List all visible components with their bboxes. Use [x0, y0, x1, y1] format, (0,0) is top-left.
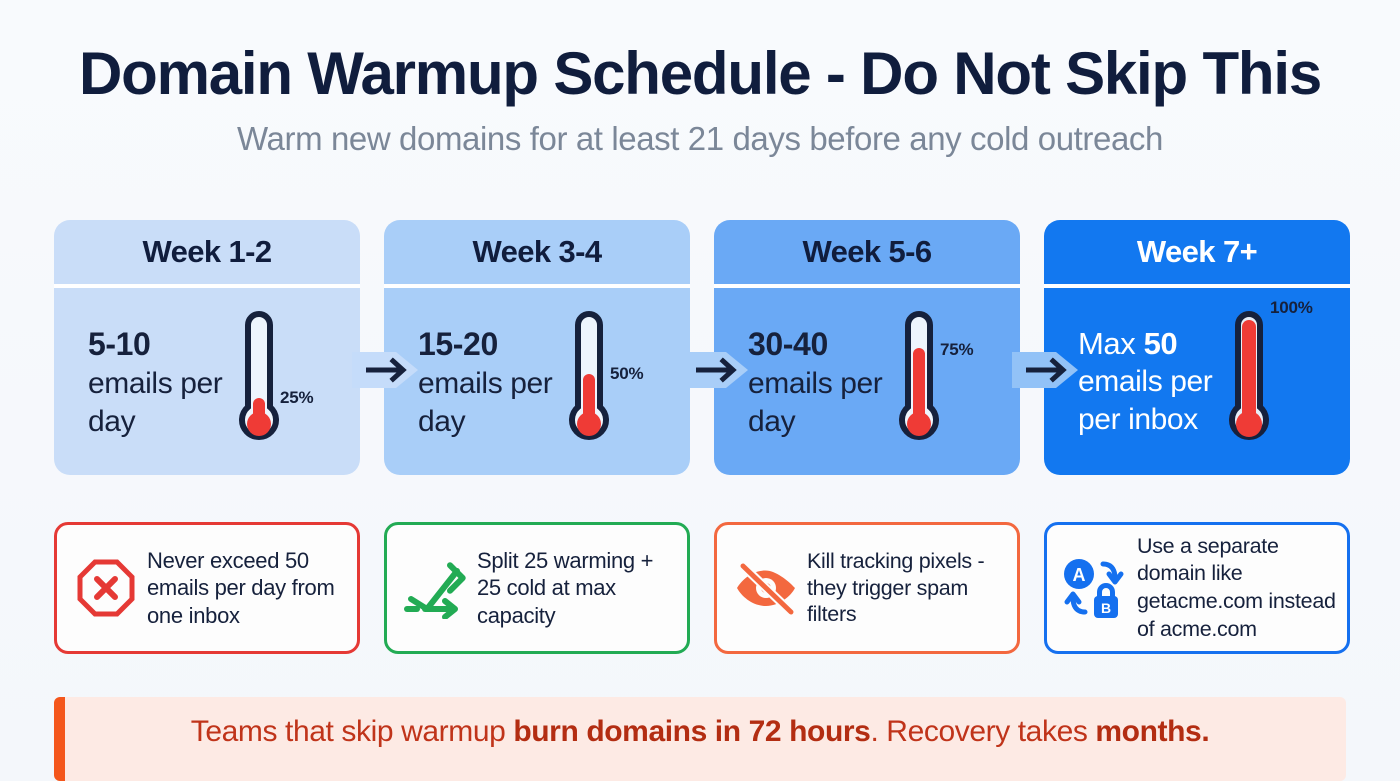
week-card-1-title: Week 1-2: [54, 220, 360, 288]
week-card-1-thermometer-wrap: 25%: [230, 288, 350, 475]
week-card-2-volume: 15-20: [418, 326, 498, 362]
thermometer-icon: [1229, 310, 1269, 440]
banner-part1: Teams that skip warmup: [190, 715, 514, 748]
tip-card-2: Split 25 warming + 25 cold at max capaci…: [384, 522, 690, 654]
week-card-4-volume: 50: [1143, 326, 1178, 361]
week-card-1-line3: day: [88, 404, 136, 438]
connector-arrow-2: [682, 338, 750, 402]
page-subtitle: Warm new domains for at least 21 days be…: [237, 120, 1163, 157]
week-cards-row: Week 1-2 5-10 emails per day 25%: [54, 220, 1350, 475]
week-card-1-volume: 5-10: [88, 326, 151, 362]
eye-off-icon: [729, 551, 803, 625]
stop-octagon-x-icon: [69, 551, 143, 625]
week-card-1-body: 5-10 emails per day 25%: [54, 288, 360, 475]
week-card-3-line2: emails per: [748, 366, 883, 400]
domain-swap-lock-icon: A B: [1059, 551, 1133, 625]
connector-arrow-3: [1012, 338, 1080, 402]
week-card-2-line2: emails per: [418, 366, 553, 400]
tip-card-1: Never exceed 50 emails per day from one …: [54, 522, 360, 654]
week-card-3-body: 30-40 emails per day 75%: [714, 288, 1020, 475]
week-card-4-line2: emails per: [1078, 365, 1213, 399]
week-card-4-body: Max 50 emails per per inbox 100%: [1044, 288, 1350, 475]
svg-text:A: A: [1073, 565, 1086, 585]
week-card-2-title: Week 3-4: [384, 220, 690, 288]
connector-arrow-1: [352, 338, 420, 402]
week-card-4-volume-prefix: Max: [1078, 326, 1144, 361]
week-card-2-thermometer-wrap: 50%: [560, 288, 680, 475]
week-card-4-text: Max 50 emails per per inbox: [1078, 324, 1258, 440]
week-card-3-text: 30-40 emails per day: [748, 324, 928, 441]
week-card-3-percent: 75%: [940, 340, 974, 359]
banner-bold2: months.: [1095, 715, 1210, 748]
week-card-4-thermometer-wrap: 100%: [1220, 288, 1340, 475]
week-card-1-text: 5-10 emails per day: [88, 324, 268, 441]
week-card-4: Week 7+ Max 50 emails per per inbox 100%: [1044, 220, 1350, 475]
tips-row: Never exceed 50 emails per day from one …: [54, 522, 1350, 654]
week-card-3-line3: day: [748, 404, 796, 438]
split-arrows-icon: [399, 551, 473, 625]
tip-card-4: A B Use a separate domain like getacme.c…: [1044, 522, 1350, 654]
thermometer-icon: [899, 310, 939, 440]
week-card-4-percent: 100%: [1270, 298, 1313, 317]
page-title: Domain Warmup Schedule - Do Not Skip Thi…: [78, 40, 1322, 107]
week-card-3-thermometer-wrap: 75%: [890, 288, 1010, 475]
week-card-2-line3: day: [418, 404, 466, 438]
banner-part2: . Recovery takes: [870, 715, 1096, 748]
arrow-right-icon: [682, 352, 748, 388]
warning-banner: Teams that skip warmup burn domains in 7…: [54, 697, 1346, 781]
week-card-3-volume: 30-40: [748, 326, 828, 362]
tip-card-4-text: Use a separate domain like getacme.com i…: [1137, 533, 1336, 641]
arrow-right-icon: [352, 352, 418, 388]
thermometer-icon: [239, 310, 279, 440]
banner-bold1: burn domains in 72 hours: [513, 715, 871, 748]
week-card-3: Week 5-6 30-40 emails per day 75%: [714, 220, 1020, 475]
week-card-4-line3: per inbox: [1078, 403, 1198, 437]
tip-card-2-text: Split 25 warming + 25 cold at max capaci…: [477, 547, 654, 628]
week-card-4-title: Week 7+: [1044, 220, 1350, 288]
week-card-3-title: Week 5-6: [714, 220, 1020, 288]
week-card-2-text: 15-20 emails per day: [418, 324, 598, 441]
tip-card-3-text: Kill tracking pixels - they trigger spam…: [807, 548, 985, 627]
svg-text:B: B: [1101, 600, 1111, 616]
week-card-2-body: 15-20 emails per day 50%: [384, 288, 690, 475]
week-card-1-line2: emails per: [88, 366, 223, 400]
banner-text: Teams that skip warmup burn domains in 7…: [54, 715, 1346, 749]
thermometer-icon: [569, 310, 609, 440]
header: Domain Warmup Schedule - Do Not Skip Thi…: [0, 42, 1400, 157]
banner-accent-bar: [54, 697, 65, 781]
tip-card-1-text: Never exceed 50 emails per day from one …: [147, 547, 335, 628]
week-card-1: Week 1-2 5-10 emails per day 25%: [54, 220, 360, 475]
tip-card-3: Kill tracking pixels - they trigger spam…: [714, 522, 1020, 654]
week-card-1-percent: 25%: [280, 388, 314, 407]
arrow-right-icon: [1012, 352, 1078, 388]
week-card-2-percent: 50%: [610, 364, 644, 383]
week-card-2: Week 3-4 15-20 emails per day 50%: [384, 220, 690, 475]
